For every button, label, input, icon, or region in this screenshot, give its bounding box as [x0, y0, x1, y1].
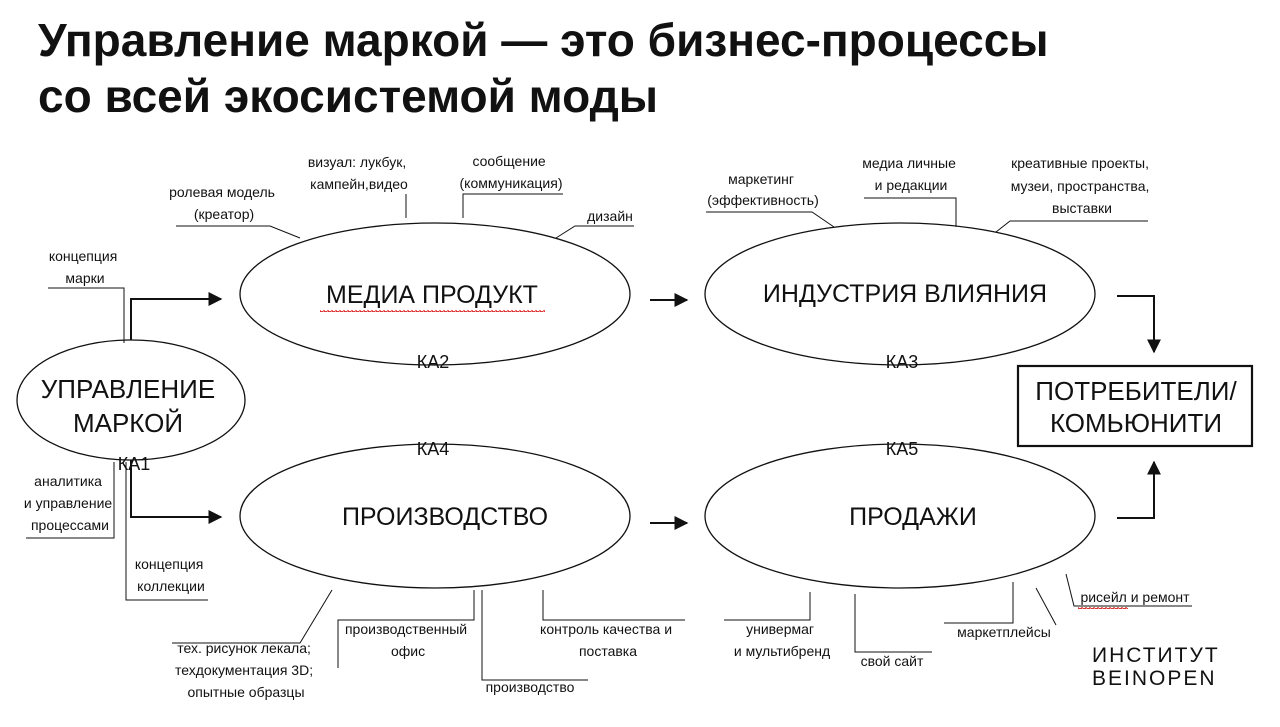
node-consumers-box — [1016, 364, 1254, 448]
arrow-brand-to-production — [130, 460, 223, 524]
node-media-product-code: КА2 — [417, 352, 450, 372]
annotation-department-store: универмаг и мультибренд — [734, 621, 830, 659]
arrow-industry-to-consumers — [1117, 295, 1161, 354]
logo-line-2: BEINOPEN — [1092, 667, 1217, 690]
annotation-resale: рисейл и ремонт — [1080, 589, 1190, 605]
annotation-creative: креативные проекты, музеи, пространства,… — [1011, 155, 1154, 216]
annotation-own-site: свой сайт — [861, 653, 924, 669]
node-brand-management-line-1: УПРАВЛЕНИЕ — [41, 374, 215, 404]
annotation-collection-concept: концепция коллекции — [135, 556, 207, 594]
node-sales — [704, 443, 1096, 589]
node-influence-industry-code: КА3 — [886, 352, 919, 372]
annotation-tech-drawing: тех. рисунок лекала; техдокументация 3D;… — [175, 640, 317, 700]
node-production — [239, 443, 631, 589]
slide-title-line-2: со всей экосистемой моды — [38, 70, 659, 122]
annotation-brand-concept: концепция марки — [49, 248, 121, 286]
node-brand-management-line-2: МАРКОЙ — [73, 408, 183, 438]
arrow-brand-to-media — [130, 292, 223, 340]
annotation-media-personal: медиа личные и редакции — [862, 155, 960, 193]
annotation-marketplaces: маркетплейсы — [957, 624, 1051, 640]
annotation-message: сообщение (коммуникация) — [460, 153, 563, 191]
node-brand-management-code: КА1 — [118, 454, 151, 474]
annotation-design: дизайн — [587, 208, 633, 224]
annotation-analytics: аналитика и управление процессами — [24, 473, 116, 533]
node-sales-code: КА5 — [886, 439, 919, 459]
node-influence-industry-label: ИНДУСТРИЯ ВЛИЯНИЯ — [763, 280, 1047, 308]
annotation-role-model: ролевая модель (креатор) — [169, 184, 279, 222]
node-consumers-line-1: ПОТРЕБИТЕЛИ/ — [1035, 376, 1237, 406]
node-media-product-label: МЕДИА ПРОДУКТ — [326, 281, 538, 309]
annotation-connectors — [26, 193, 1192, 681]
logo-line-1: ИНСТИТУТ — [1092, 644, 1220, 667]
slide-title-line-1: Управление маркой — это бизнес-процессы — [38, 14, 1049, 66]
annotation-marketing: маркетинг (эффективность) — [707, 171, 818, 208]
annotation-visual: визуал: лукбук, кампейн,видео — [308, 154, 410, 192]
annotation-production-office: производственный офис — [345, 621, 471, 659]
node-sales-label: ПРОДАЖИ — [849, 503, 977, 531]
spellcheck-underline-media-product — [320, 309, 545, 312]
node-media-product — [239, 222, 631, 366]
arrow-sales-to-consumers — [1117, 460, 1161, 519]
slide-title: Управление маркой — это бизнес-процессы … — [38, 12, 1049, 124]
annotation-quality-control: контроль качества и поставка — [540, 621, 676, 659]
annotation-production-item: производство — [486, 679, 575, 695]
spellcheck-underline-resale — [1078, 606, 1128, 609]
node-consumers-line-2: КОМЬЮНИТИ — [1050, 408, 1222, 438]
node-production-code: КА4 — [417, 439, 450, 459]
node-influence-industry — [704, 222, 1096, 366]
institute-logo: ИНСТИТУТ BEINOPEN — [1092, 644, 1220, 690]
node-production-label: ПРОИЗВОДСТВО — [342, 503, 548, 531]
